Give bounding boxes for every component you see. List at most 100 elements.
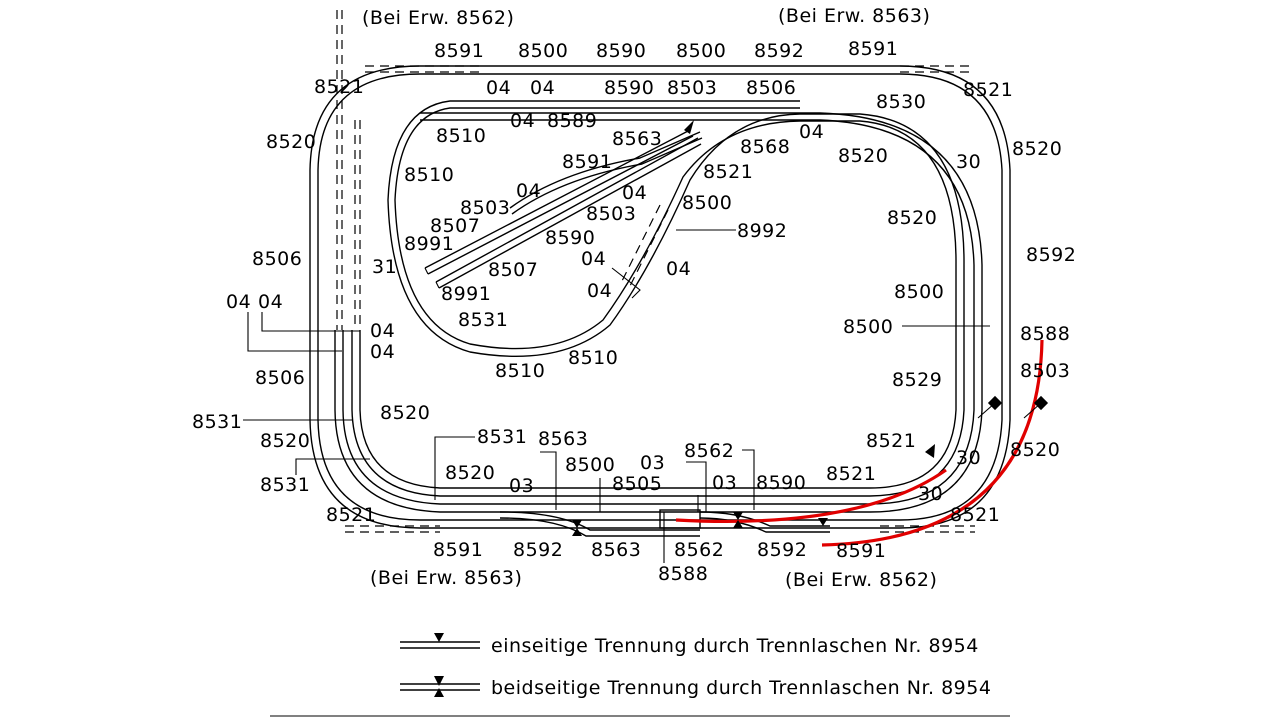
track-label: 8520	[1012, 138, 1062, 160]
track-label: 8563	[591, 539, 641, 561]
track-label: 8500	[843, 316, 893, 338]
middle-left-labels: 04 04 8520	[370, 320, 430, 424]
highlighted-tracks	[675, 339, 1044, 547]
track-label: 04	[370, 341, 395, 363]
track-label: 30	[956, 447, 981, 469]
dashed-extension-tracks	[336, 10, 975, 533]
track-label: 8992	[737, 220, 787, 242]
note-bottom-right: (Bei Erw. 8562)	[785, 569, 937, 591]
separation-markers	[572, 120, 1049, 536]
track-label: 04	[516, 180, 541, 202]
track-label: 8507	[488, 259, 538, 281]
track-label: 30	[918, 483, 943, 505]
track-label: 8520	[838, 145, 888, 167]
track-label: 8510	[495, 360, 545, 382]
track-label: 8591	[848, 38, 898, 60]
bottom-turnouts	[499, 509, 830, 537]
track-label: 8588	[1020, 323, 1070, 345]
inner-loop-labels: 04 8589 8510 8510 8563 8591 8568 04 8521…	[372, 110, 824, 382]
track-label: 8520	[445, 462, 495, 484]
signal-icon	[1023, 395, 1049, 419]
note-top-left: (Bei Erw. 8562)	[362, 7, 514, 29]
track-label: 8521	[950, 504, 1000, 526]
track-label: 8531	[260, 474, 310, 496]
track-label: 03	[509, 475, 534, 497]
legend-double-separation-icon	[400, 676, 480, 697]
extension-notes: (Bei Erw. 8562) (Bei Erw. 8563) (Bei Erw…	[362, 5, 937, 591]
diagonal-sidings	[424, 129, 703, 289]
double-separation-marker-icon	[572, 520, 582, 528]
track-label: 8500	[676, 40, 726, 62]
track-label: 04	[581, 248, 606, 270]
track-label: 8506	[255, 367, 305, 389]
legend-single-separation-icon	[400, 633, 480, 649]
track-label: 8506	[746, 77, 796, 99]
track-label: 8520	[887, 207, 937, 229]
track-label: 8505	[612, 473, 662, 495]
outer-track-loop	[309, 65, 1011, 529]
note-bottom-left: (Bei Erw. 8563)	[370, 567, 522, 589]
track-label: 8521	[866, 430, 916, 452]
signal-icon	[977, 395, 1003, 419]
track-label: 8590	[604, 77, 654, 99]
track-label: 04	[258, 291, 283, 313]
track-label: 04	[370, 320, 395, 342]
track-label: 8530	[876, 91, 926, 113]
single-separation-marker-icon	[818, 518, 828, 526]
track-label: 8562	[674, 539, 724, 561]
track-label: 8591	[562, 151, 612, 173]
track-label: 8590	[545, 227, 595, 249]
track-label: 04	[799, 121, 824, 143]
track-label: 04	[510, 110, 535, 132]
track-label: 8521	[326, 504, 376, 526]
right-inner-labels: 8530 8520 30 8520 8500 8500 8529 8521 30…	[826, 91, 981, 505]
track-label: 8563	[538, 428, 588, 450]
track-label: 8991	[404, 233, 454, 255]
legend-single-text: einseitige Trennung durch Trennlaschen N…	[491, 635, 979, 657]
track-label: 04	[226, 291, 251, 313]
single-separation-marker-icon	[925, 444, 935, 458]
track-label: 8521	[963, 79, 1013, 101]
track-label: 8500	[894, 281, 944, 303]
outer-bottom-labels: 8591 8592 8563 8562 8588 8592 8591	[433, 539, 886, 585]
outer-top-labels: 8591 8500 8590 8500 8592 8591	[434, 38, 898, 62]
track-label: 8503	[460, 197, 510, 219]
track-label: 8510	[436, 125, 486, 147]
track-label: 8591	[433, 539, 483, 561]
track-label: 8590	[596, 40, 646, 62]
track-label: 8520	[260, 430, 310, 452]
track-label: 8506	[252, 248, 302, 270]
track-label: 8520	[266, 131, 316, 153]
track-label: 04	[666, 258, 691, 280]
middle-track-loop	[334, 112, 983, 513]
track-label: 8531	[477, 426, 527, 448]
track-label: 04	[486, 77, 511, 99]
track-label: 8503	[586, 203, 636, 225]
track-label: 8592	[1026, 244, 1076, 266]
double-separation-marker-icon	[733, 512, 743, 520]
track-label: 8507	[430, 215, 480, 237]
left-side-labels: 8521 8520 8506 04 04 8506 8531 8520 8531…	[192, 76, 376, 526]
track-label: 8520	[1010, 439, 1060, 461]
track-label: 8521	[826, 463, 876, 485]
middle-top-labels: 04 04 8590 8503 8506	[486, 77, 796, 99]
track-label: 8592	[513, 539, 563, 561]
track-label: 8529	[892, 369, 942, 391]
track-label: 8531	[192, 411, 242, 433]
legend: einseitige Trennung durch Trennlaschen N…	[270, 633, 1010, 717]
track-label: 04	[622, 182, 647, 204]
track-label: 30	[956, 151, 981, 173]
note-top-right: (Bei Erw. 8563)	[778, 5, 930, 27]
track-label: 31	[372, 256, 397, 278]
track-label: 8591	[434, 40, 484, 62]
track-label: 04	[530, 77, 555, 99]
legend-double-text: beidseitige Trennung durch Trennlaschen …	[491, 677, 991, 699]
track-label: 8531	[458, 309, 508, 331]
track-label: 8588	[658, 563, 708, 585]
leader-lines	[243, 229, 990, 563]
bottom-inner-labels: 8531 8563 8520 03 8500 8505 03 8562 03 8…	[445, 426, 806, 497]
single-separation-marker-icon	[684, 120, 694, 134]
track-label: 03	[640, 452, 665, 474]
track-label: 8991	[441, 283, 491, 305]
track-label: 8500	[518, 40, 568, 62]
